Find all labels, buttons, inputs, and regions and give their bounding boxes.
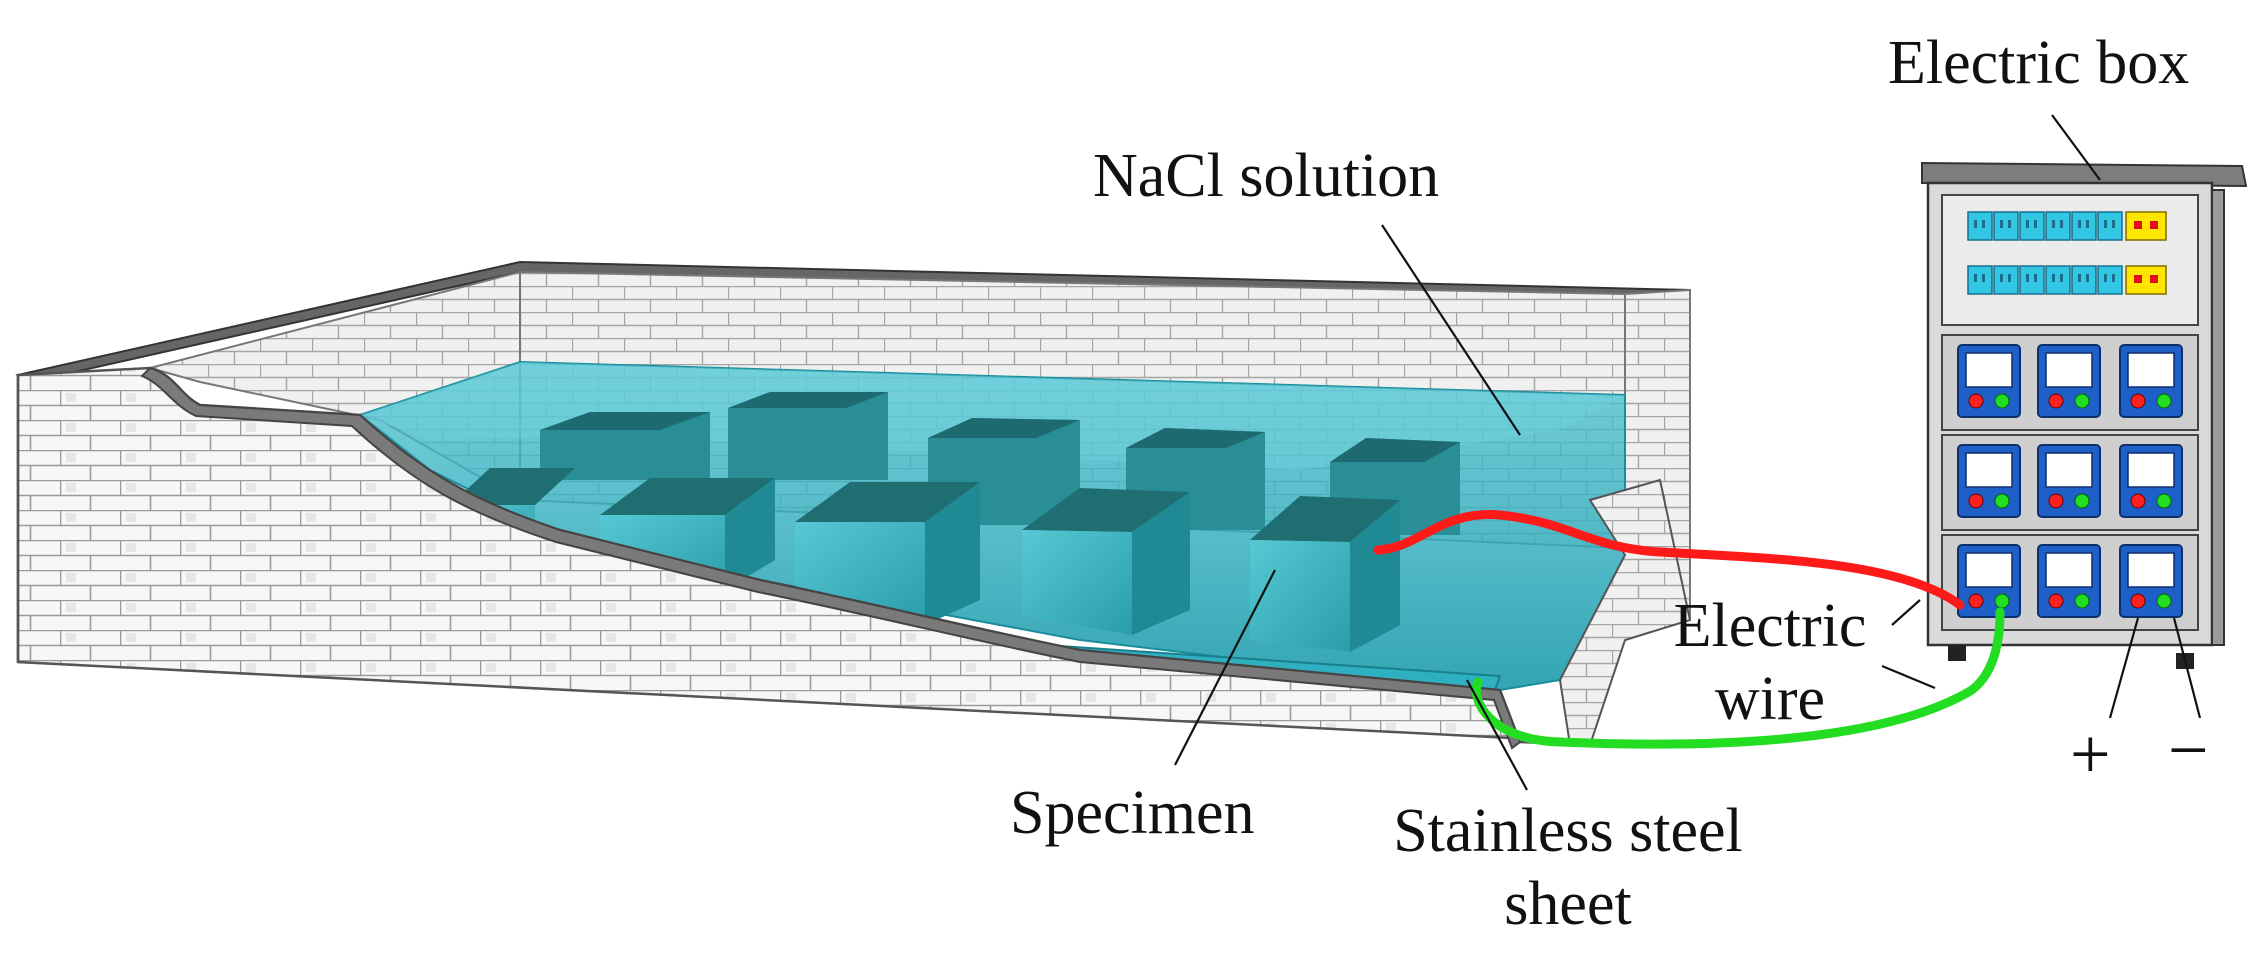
meter-display: [2045, 552, 2093, 588]
meter-display: [2127, 352, 2175, 388]
socket-outlet-icon: [2071, 265, 2097, 295]
leader-nacl-solution: [1381, 224, 1521, 436]
power-supply-meter-icon: [2119, 444, 2183, 518]
socket-outlet-icon: [2045, 265, 2071, 295]
specimens-back-row: [540, 392, 1460, 535]
cabinet-roof: [1921, 161, 2248, 188]
specimen-label: Specimen: [1010, 779, 1255, 847]
power-supply-meters: [1957, 344, 2183, 618]
power-supply-meter-icon: [1957, 344, 2021, 418]
power-supply-meter-icon: [2119, 544, 2183, 618]
switch-icon: [2125, 265, 2167, 295]
meter-display: [2127, 452, 2175, 488]
switch-icon: [2125, 211, 2167, 241]
negative-terminal-icon: [2156, 493, 2172, 509]
power-supply-meter-icon: [2037, 544, 2101, 618]
specimen-block: [1250, 496, 1400, 652]
meter-display: [2045, 352, 2093, 388]
positive-terminal-icon: [2048, 493, 2064, 509]
leader-specimen: [1174, 569, 1276, 766]
socket-outlet-icon: [2045, 211, 2071, 241]
positive-terminal-icon: [2130, 593, 2146, 609]
power-supply-meter-icon: [1957, 444, 2021, 518]
electric-wire-label: Electric wire: [1650, 590, 1890, 736]
socket-outlet-icon: [1993, 211, 2019, 241]
negative-terminal-icon: [2074, 593, 2090, 609]
minus-terminal-label: −: [2168, 710, 2209, 790]
positive-terminal-icon: [2130, 393, 2146, 409]
meter-display: [1965, 452, 2013, 488]
brick-tank: [15, 260, 1692, 750]
socket-outlet-icon: [2019, 211, 2045, 241]
socket-outlet-icon: [2071, 211, 2097, 241]
socket-outlet-icon: [2097, 211, 2123, 241]
negative-terminal-icon: [2074, 393, 2090, 409]
socket-outlet-icon: [1967, 211, 1993, 241]
specimen-block: [728, 392, 888, 480]
tank-cut-edge: [140, 366, 1522, 750]
positive-terminal-icon: [1968, 593, 1984, 609]
negative-terminal-icon: [1994, 493, 2010, 509]
positive-terminal-icon: [2048, 593, 2064, 609]
leader-wire-red: [1891, 599, 1921, 626]
socket-outlet-icon: [2097, 265, 2123, 295]
negative-terminal-icon: [1994, 393, 2010, 409]
meter-display: [2127, 552, 2175, 588]
leader-minus: [2172, 617, 2202, 719]
electric-box-label: Electric box: [1888, 29, 2190, 97]
positive-terminal-icon: [2048, 393, 2064, 409]
socket-strip: [1967, 265, 2167, 295]
leader-electric-box: [2051, 114, 2101, 181]
positive-terminal-icon: [1968, 493, 1984, 509]
specimen-block: [540, 412, 710, 480]
cabinet-wheel: [1948, 645, 1966, 661]
nacl-solution-label: NaCl solution: [1093, 142, 1440, 210]
stainless-steel-sheet-label-text: Stainless steel sheet: [1393, 797, 1743, 939]
negative-terminal-icon: [1994, 593, 2010, 609]
power-supply-meter-icon: [2037, 344, 2101, 418]
negative-terminal-icon: [2156, 593, 2172, 609]
red-electric-wire: [1373, 510, 1965, 610]
negative-terminal-icon: [2156, 393, 2172, 409]
electric-box-icon: [1921, 161, 2248, 669]
socket-strips: [1967, 211, 2167, 295]
positive-terminal-icon: [1968, 393, 1984, 409]
meter-display: [2045, 452, 2093, 488]
meter-display: [1965, 352, 2013, 388]
stainless-steel-sheet-label: Stainless steel sheet: [1368, 795, 1768, 941]
leader-wire-green: [1881, 664, 1936, 690]
plus-terminal-label: +: [2070, 714, 2111, 794]
socket-strip: [1967, 211, 2167, 241]
green-electric-wire: [1471, 607, 2005, 749]
socket-outlet-icon: [1967, 265, 1993, 295]
power-supply-meter-icon: [2037, 444, 2101, 518]
water-surface: [360, 362, 1625, 470]
socket-outlet-icon: [1993, 265, 2019, 295]
leader-lines: [1174, 114, 2202, 791]
specimen-block: [1022, 488, 1190, 635]
leader-stainless-steel: [1466, 679, 1528, 791]
meter-display: [1965, 552, 2013, 588]
power-supply-meter-icon: [1957, 544, 2021, 618]
leader-plus: [2108, 617, 2140, 719]
positive-terminal-icon: [2130, 493, 2146, 509]
electric-wire-label-text: Electric wire: [1673, 592, 1867, 734]
power-supply-meter-icon: [2119, 344, 2183, 418]
negative-terminal-icon: [2074, 493, 2090, 509]
socket-outlet-icon: [2019, 265, 2045, 295]
